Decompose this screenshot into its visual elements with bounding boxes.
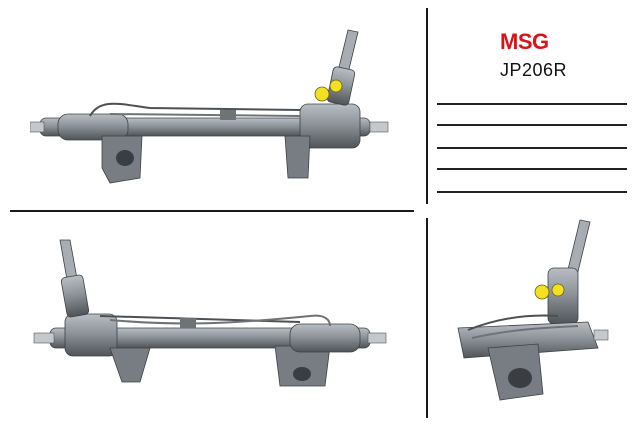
form-line — [437, 147, 627, 149]
form-line — [437, 168, 627, 170]
steering-rack-front-view — [30, 29, 389, 184]
steering-rack-angle-view — [457, 219, 609, 401]
horizontal-divider — [10, 210, 414, 212]
form-line — [437, 124, 627, 126]
part-number: JP206R — [500, 60, 568, 80]
steering-rack-rear-view — [33, 239, 387, 387]
form-line — [437, 191, 627, 193]
msg-logo: MSG — [500, 30, 568, 54]
vertical-divider-bottom — [426, 218, 428, 418]
brand-name: MSG — [500, 29, 549, 54]
form-line — [437, 103, 627, 105]
vertical-divider-top — [426, 8, 428, 204]
